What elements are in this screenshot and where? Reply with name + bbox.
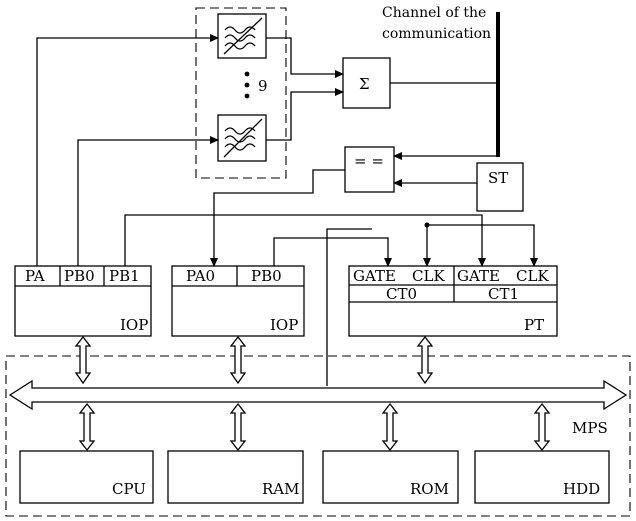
adder-block <box>342 57 391 109</box>
channel-label-line1: Channel of the <box>382 5 486 21</box>
wire-pa-to-filter-top <box>36 34 219 266</box>
pt-name: PT <box>524 316 544 334</box>
rom-block <box>322 450 459 504</box>
bus-connector-iop2 <box>229 335 247 385</box>
wire-pb0-to-gate-ct0 <box>273 237 392 267</box>
bus-connector-iop1 <box>74 335 92 385</box>
mps-frame <box>5 355 631 517</box>
iop1-port-pa: PA <box>25 267 45 285</box>
wire-bus-to-pt-line <box>326 228 372 386</box>
st-block <box>476 162 524 212</box>
iop1-port-pb0: PB0 <box>64 267 95 285</box>
pt-pin-clk0: CLK <box>412 267 445 285</box>
adder-symbol: Σ <box>359 75 370 93</box>
st-label: ST <box>488 169 508 187</box>
pt-counter-ct0: CT0 <box>386 285 417 303</box>
rom-label: ROM <box>410 480 449 498</box>
wire-comparator-to-pa0 <box>210 169 345 267</box>
filter-bottom-icon <box>217 114 267 162</box>
iop2-port-pb0: PB0 <box>251 267 282 285</box>
comparator-symbol: = = <box>354 152 384 170</box>
ram-block <box>167 450 304 504</box>
comparator-block <box>344 146 395 193</box>
pt-counter-ct1: CT1 <box>488 285 519 303</box>
bus-connector-cpu <box>78 402 96 452</box>
iop1-port-pb1: PB1 <box>109 267 140 285</box>
iop-left-block <box>14 265 152 337</box>
iop-middle-block <box>171 265 305 337</box>
hdd-label: HDD <box>563 480 600 498</box>
system-bus-arrow <box>8 379 628 411</box>
filter-count-label: 9 <box>258 77 268 95</box>
pt-block <box>348 265 558 337</box>
wire-pb0-to-filter-bottom <box>77 136 219 266</box>
filter-top-icon <box>217 13 267 59</box>
iop2-name: IOP <box>270 316 298 334</box>
iop1-name: IOP <box>120 316 148 334</box>
bus-connector-rom <box>381 402 399 452</box>
channel-label-line2: communication <box>382 26 491 42</box>
filter-ellipsis-dots <box>244 71 250 99</box>
wire-filter-bottom-to-adder <box>266 88 344 141</box>
mps-label: MPS <box>572 419 608 437</box>
bus-connector-ram <box>229 402 247 452</box>
filter-bank-frame <box>195 7 287 179</box>
pt-pin-clk1: CLK <box>516 267 549 285</box>
hdd-block <box>474 450 610 504</box>
ram-label: RAM <box>262 480 300 498</box>
cpu-label: CPU <box>112 480 146 498</box>
bus-connector-pt <box>416 335 434 385</box>
wire-pb1-to-pt <box>124 214 486 267</box>
bus-connector-hdd <box>533 402 551 452</box>
pt-pin-gate1: GATE <box>457 267 500 285</box>
pt-pin-gate0: GATE <box>353 267 396 285</box>
cpu-block <box>19 450 154 504</box>
iop2-port-pa0: PA0 <box>186 267 215 285</box>
wire-filter-top-to-adder <box>266 37 344 78</box>
